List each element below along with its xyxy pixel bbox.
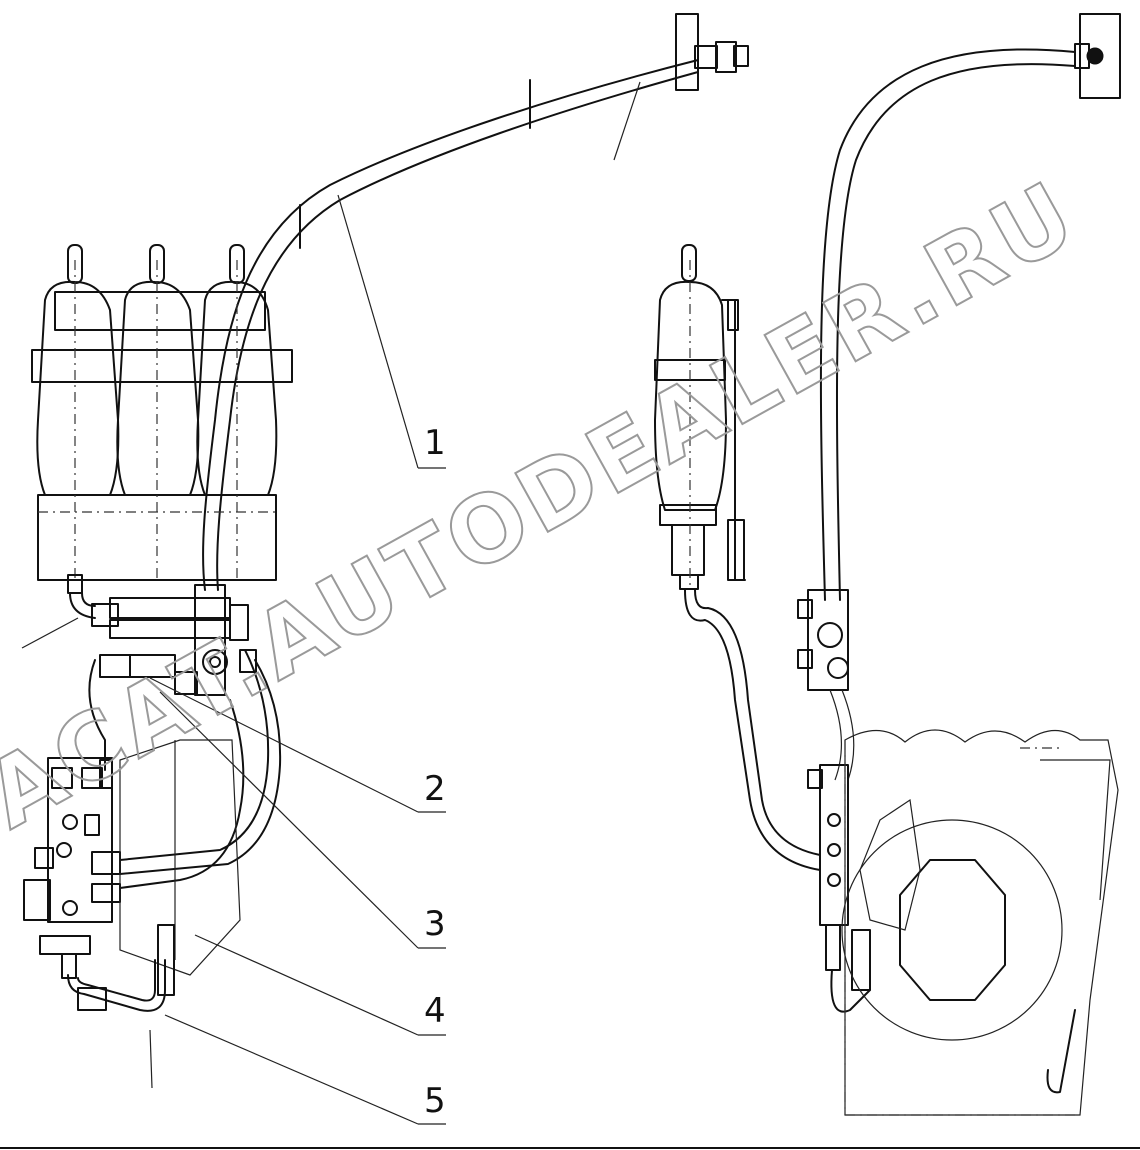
right-inline-valve bbox=[797, 589, 849, 691]
left-brake-lines bbox=[88, 649, 282, 889]
left-leader-lines bbox=[21, 81, 641, 1125]
right-assembly-view bbox=[654, 13, 1121, 1116]
left-housing bbox=[119, 739, 241, 996]
right-pipe-a bbox=[684, 589, 821, 871]
right-pipe-b bbox=[829, 689, 855, 781]
left-hose-end-fitting bbox=[694, 41, 749, 73]
callout-5: 5 bbox=[424, 1081, 446, 1121]
callout-4: 4 bbox=[424, 991, 446, 1031]
left-mount-plate bbox=[675, 13, 699, 91]
left-long-hose bbox=[202, 59, 699, 591]
brake-valve-body bbox=[23, 757, 121, 979]
right-accumulator bbox=[654, 244, 746, 590]
left-elbow-fitting bbox=[67, 574, 119, 627]
accumulator-group bbox=[31, 244, 293, 581]
right-long-hose bbox=[819, 48, 1076, 601]
right-mount-plate bbox=[1079, 13, 1121, 99]
left-assembly-view: 1 2 3 4 5 bbox=[21, 13, 749, 1125]
callout-3: 3 bbox=[424, 904, 446, 944]
callout-2: 2 bbox=[424, 769, 446, 809]
wheel-drum bbox=[841, 729, 1119, 1116]
right-valve-bar bbox=[807, 764, 871, 1013]
left-bottom-pipe bbox=[67, 959, 166, 1012]
callout-1: 1 bbox=[424, 423, 446, 463]
valve-manifold bbox=[99, 584, 257, 696]
